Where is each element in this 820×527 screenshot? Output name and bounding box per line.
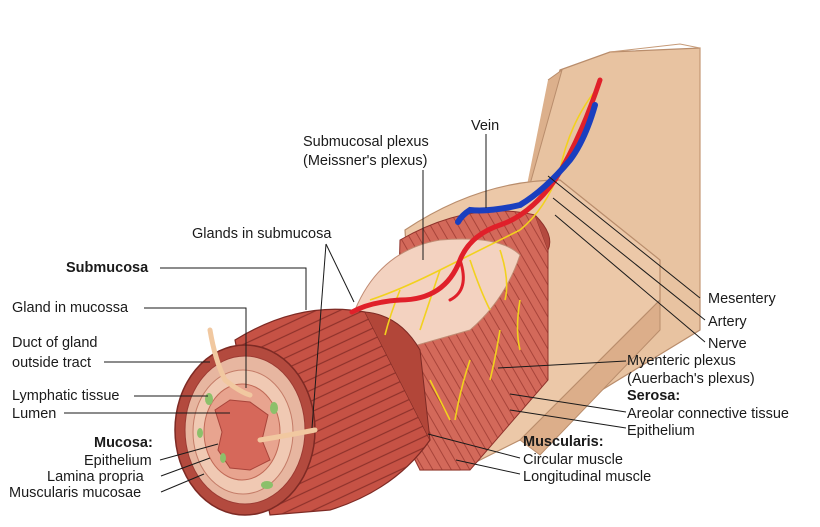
label-serosa: Serosa: — [627, 388, 680, 404]
label-lumen: Lumen — [12, 406, 56, 422]
label-meissners-plexus: (Meissner's plexus) — [303, 153, 427, 169]
label-glands-in-submucosa: Glands in submucosa — [192, 226, 332, 242]
label-epithelium: Epithelium — [84, 453, 152, 469]
label-mesentery: Mesentery — [708, 291, 776, 307]
submucosa-layer — [354, 238, 521, 351]
label-circular-muscle: Circular muscle — [523, 452, 623, 468]
cross-section — [174, 344, 316, 516]
label-areolar-connective-tissue: Areolar connective tissue — [627, 406, 789, 422]
label-nerve: Nerve — [708, 336, 747, 352]
label-myenteric-plexus: Myenteric plexus — [627, 353, 736, 369]
leader-lines — [64, 134, 706, 493]
label-vein: Vein — [471, 118, 499, 134]
label-submucosa: Submucosa — [66, 260, 149, 276]
label-duct-of-gland-line1: Duct of gland — [12, 335, 97, 351]
label-submucosal-plexus: Submucosal plexus — [303, 134, 429, 150]
label-serosa-epithelium: Epithelium — [627, 423, 695, 439]
label-muscularis: Muscularis: — [523, 434, 604, 450]
label-muscularis-mucosae: Muscularis mucosae — [9, 485, 141, 501]
label-longitudinal-muscle: Longitudinal muscle — [523, 469, 651, 485]
gland-duct — [207, 327, 253, 398]
vein-vessel — [455, 102, 598, 225]
label-artery: Artery — [708, 314, 747, 330]
label-lamina-propria: Lamina propria — [47, 469, 145, 485]
label-auerbachs-plexus: (Auerbach's plexus) — [627, 371, 755, 387]
label-mucosa: Mucosa: — [94, 435, 153, 451]
label-duct-of-gland-line2: outside tract — [12, 355, 91, 371]
label-lymphatic-tissue: Lymphatic tissue — [12, 388, 119, 404]
label-gland-in-mucossa: Gland in mucossa — [12, 300, 129, 316]
